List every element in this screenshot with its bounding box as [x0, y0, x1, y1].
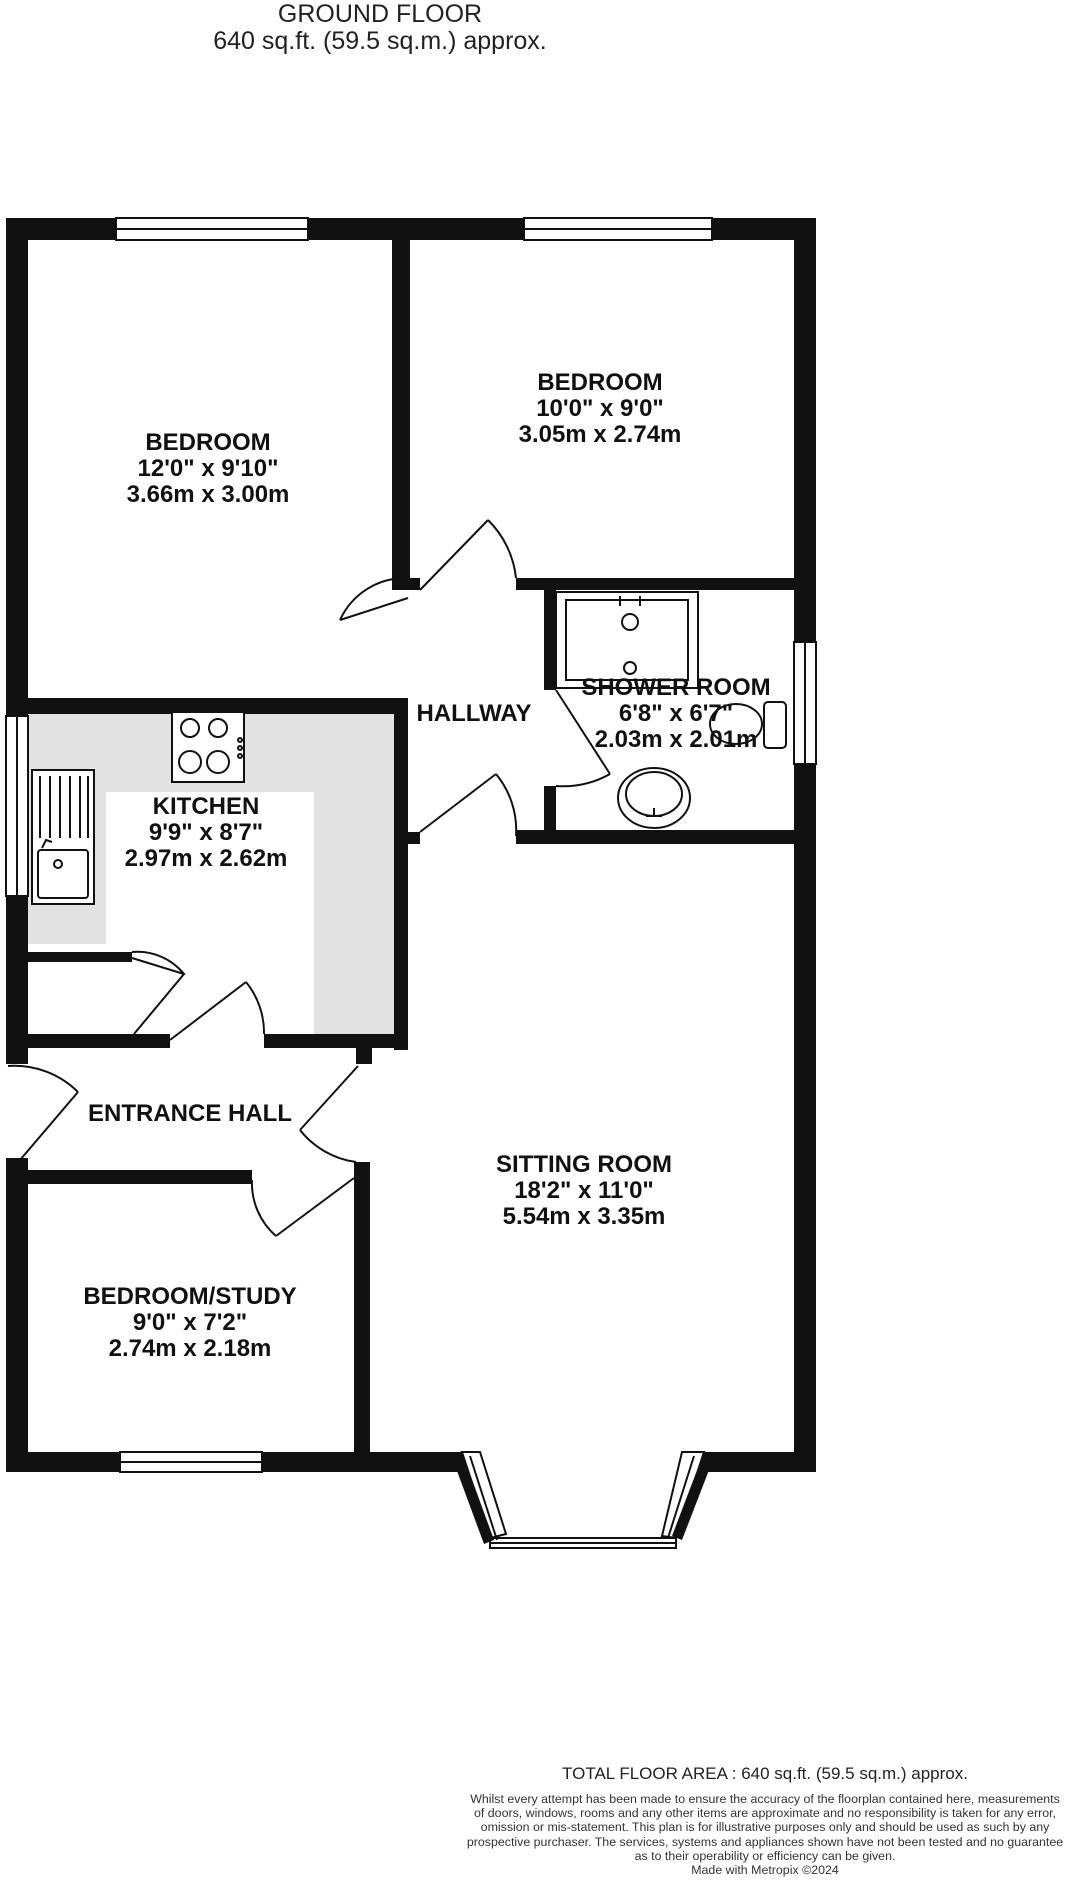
hallway-name: HALLWAY [416, 700, 531, 727]
toilet-icon [709, 701, 787, 749]
bedroom1-metric: 3.66m x 3.00m [127, 481, 290, 508]
total-floor-area: TOTAL FLOOR AREA : 640 sq.ft. (59.5 sq.m… [562, 1764, 968, 1783]
walls [6, 218, 816, 1472]
kitchen-counter [28, 714, 394, 1034]
kitchen-imperial: 9'9" x 8'7" [149, 819, 263, 846]
bedroom-study-imperial: 9'0" x 7'2" [133, 1309, 247, 1336]
bedroom-study-name: BEDROOM/STUDY [83, 1283, 296, 1310]
disclaimer-line: as to their operability or efficiency ca… [634, 1848, 896, 1863]
floor-area: 640 sq.ft. (59.5 sq.m.) approx. [213, 27, 547, 55]
shower-room-imperial: 6'8" x 6'7" [619, 700, 733, 727]
doors [7, 519, 611, 1237]
room-labels: BEDROOM 12'0" x 9'10" 3.66m x 3.00m BEDR… [83, 369, 770, 1362]
disclaimer-line: of doors, windows, rooms and any other i… [474, 1806, 1056, 1821]
sitting-room-imperial: 18'2" x 11'0" [514, 1177, 654, 1204]
disclaimer: Whilst every attempt has been made to en… [440, 1792, 1088, 1863]
windows [5, 217, 817, 1473]
shower-room-metric: 2.03m x 2.01m [595, 726, 758, 753]
hob-icon [171, 711, 245, 783]
wash-basin-icon [617, 767, 691, 829]
disclaimer-line: prospective purchaser. The services, sys… [466, 1834, 1064, 1849]
bay-window [460, 1451, 706, 1549]
shower-tray-icon [555, 591, 699, 689]
made-with-credit: Made with Metropix ©2024 [691, 1863, 839, 1877]
bedroom2-name: BEDROOM [537, 369, 662, 396]
floor-title: GROUND FLOOR [277, 0, 483, 28]
bedroom-study-metric: 2.74m x 2.18m [109, 1335, 272, 1362]
bedroom1-imperial: 12'0" x 9'10" [138, 455, 279, 482]
shower-room-name: SHOWER ROOM [581, 674, 770, 701]
kitchen-name: KITCHEN [153, 793, 260, 820]
disclaimer-line: Whilst every attempt has been made to en… [470, 1792, 1060, 1806]
bay-window-frame [450, 1452, 716, 1544]
kitchen-sink-icon [31, 769, 95, 905]
kitchen-metric: 2.97m x 2.62m [125, 845, 288, 872]
entrance-hall-name: ENTRANCE HALL [88, 1100, 292, 1127]
sitting-room-metric: 5.54m x 3.35m [503, 1203, 666, 1230]
bedroom2-metric: 3.05m x 2.74m [519, 421, 682, 448]
sitting-room-name: SITTING ROOM [496, 1151, 672, 1178]
bedroom2-imperial: 10'0" x 9'0" [536, 395, 664, 422]
disclaimer-line: omission or mis-statement. This plan is … [480, 1820, 1050, 1835]
bedroom1-name: BEDROOM [145, 429, 270, 456]
